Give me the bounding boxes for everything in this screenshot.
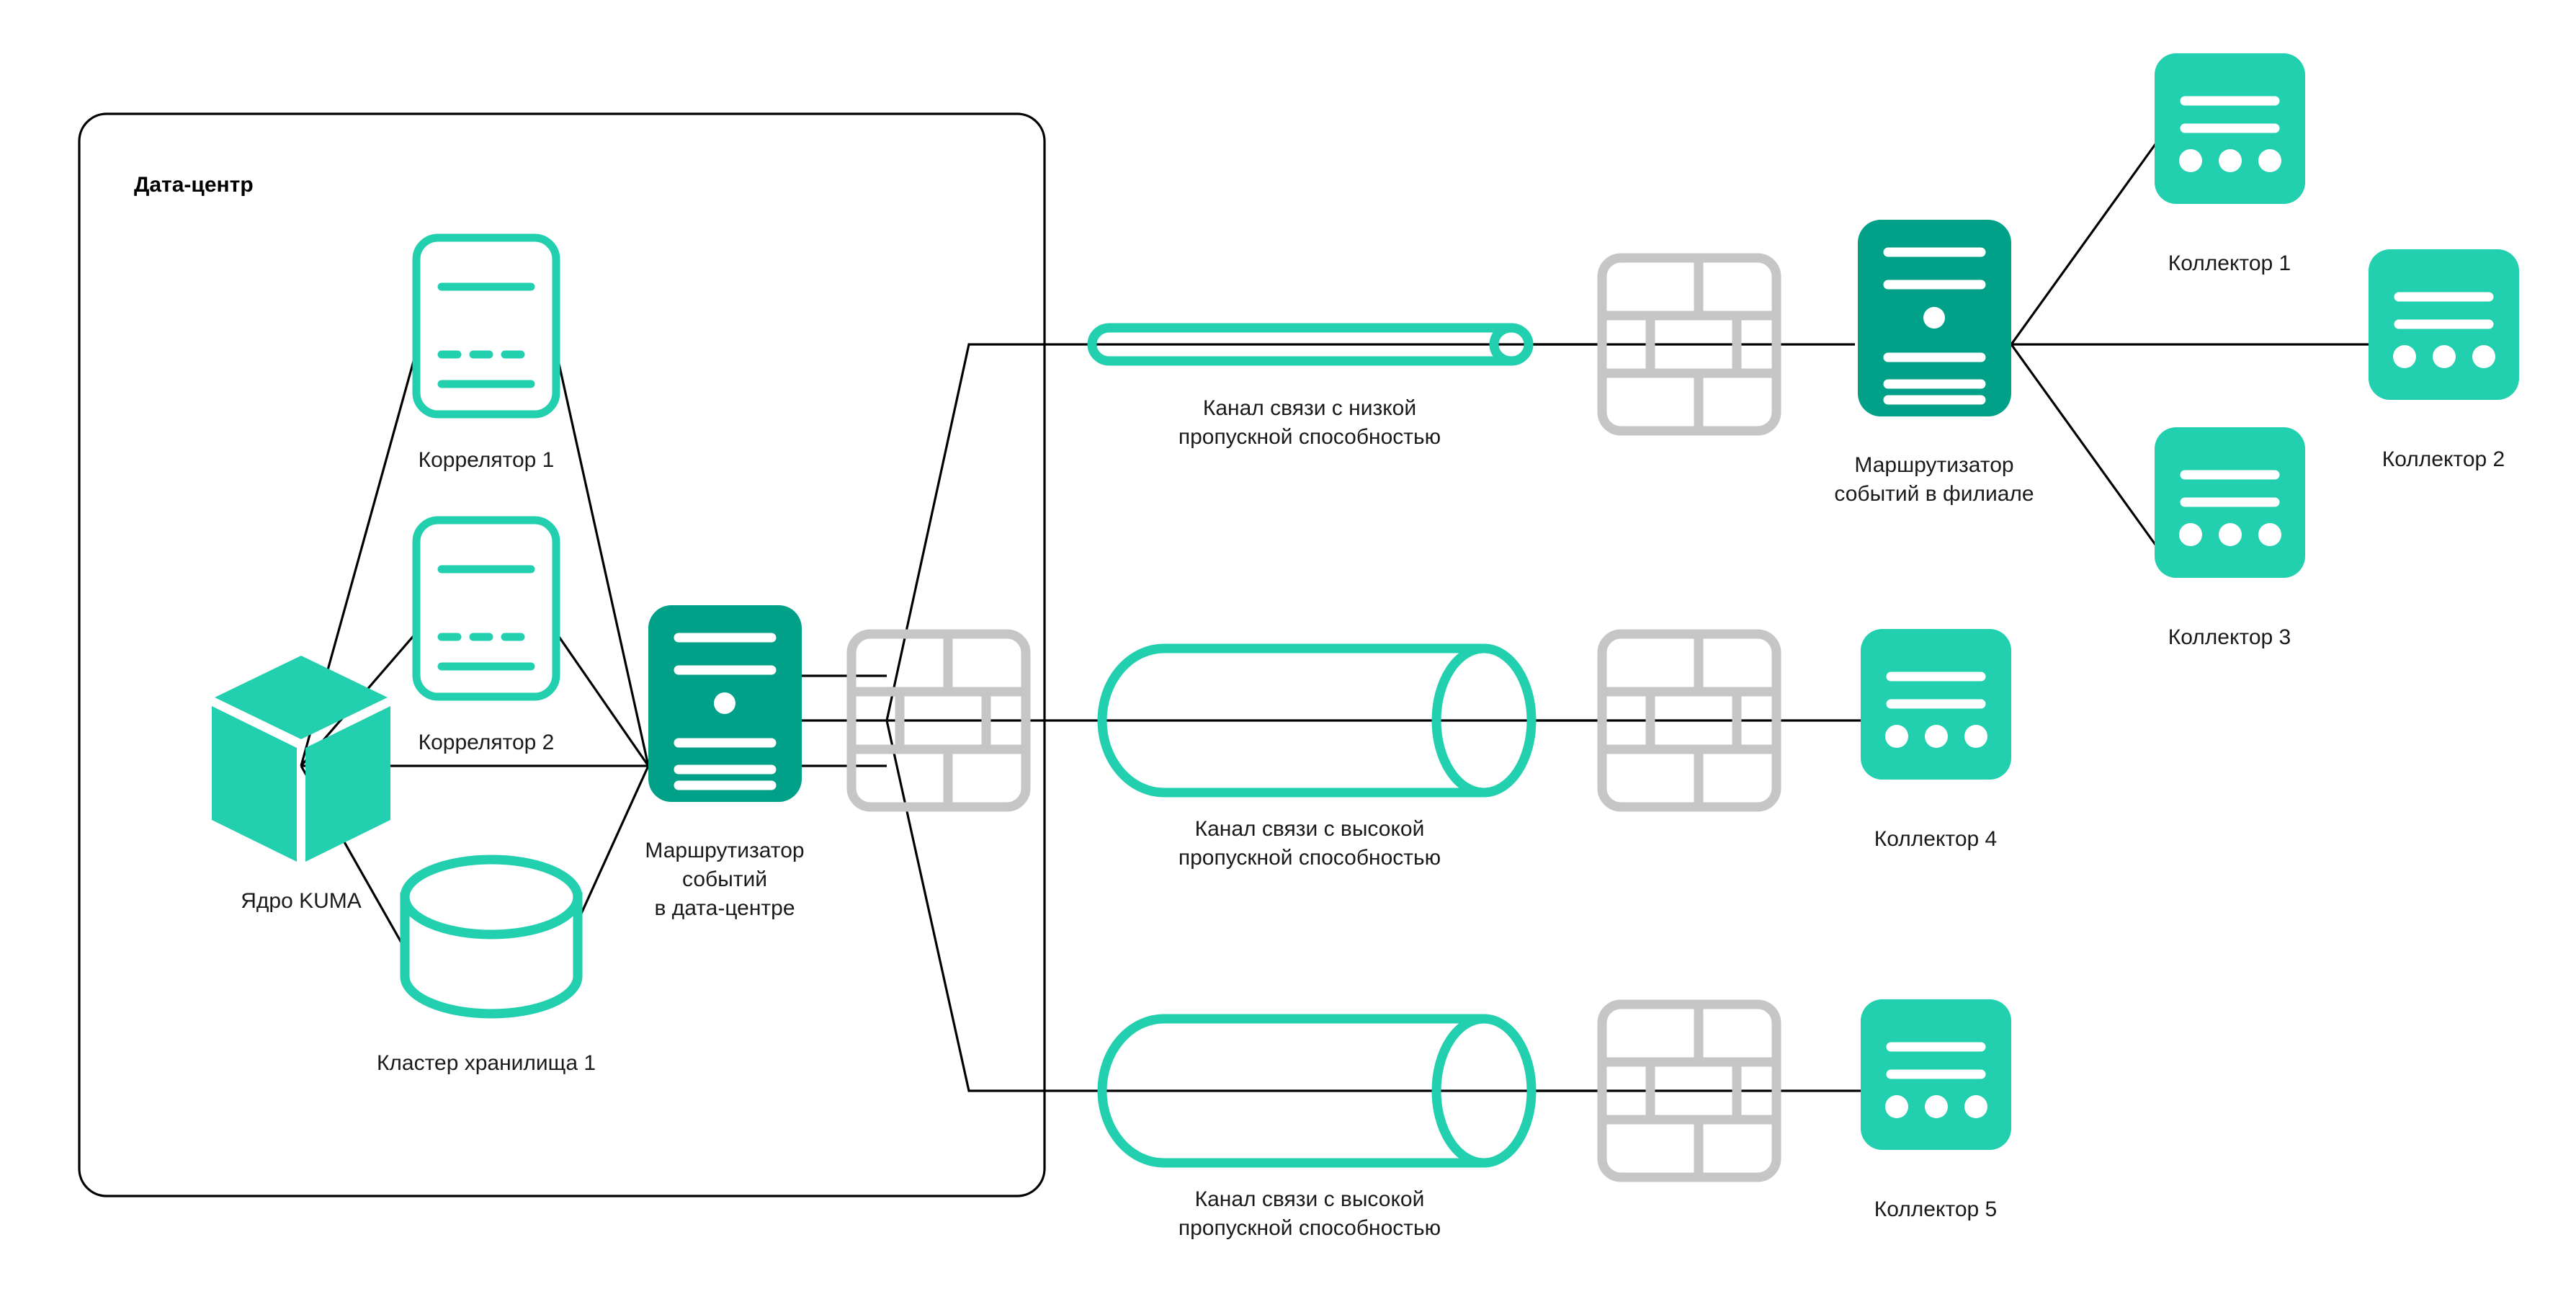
datacenter-label: Дата-центр [134,173,254,197]
channel-low-label-line1: Канал связи с низкой [1203,396,1416,420]
channel-low-label-line2: пропускной способностью [1179,425,1441,449]
firewall-bottom-channel[interactable] [1597,999,1781,1182]
channel-high-bottom-label-line2: пропускной способностью [1179,1216,1441,1240]
collector-5-label: Коллектор 5 [1874,1197,1997,1221]
channel-high-mid-label-line2: пропускной способностью [1179,846,1441,870]
edge-group [300,140,2369,1092]
datacenter-zone: Дата-центр [78,112,1046,1197]
collector-4-label: Коллектор 4 [1874,827,1997,851]
wide-pipe-icon [1097,643,1537,798]
node-router-datacenter[interactable]: Маршрутизатор событий в дата-центре [645,605,805,920]
firewall-middle-channel[interactable] [1597,629,1781,812]
node-collector-2[interactable]: Коллектор 2 [2369,249,2519,471]
node-storage-cluster-1[interactable]: Кластер хранилища 1 [377,855,596,1075]
firewall-icon [1597,999,1781,1182]
correlator-2-label: Коррелятор 2 [419,731,555,754]
firewall-icon [1597,629,1781,812]
edge-fan-to-low-channel [885,343,1606,721]
firewall-icon [846,629,1031,812]
correlator-icon [412,516,560,701]
collector-1-label: Коллектор 1 [2168,251,2291,275]
database-icon [400,855,583,1019]
datacenter-boundary [78,112,1046,1197]
router-datacenter-label-line1: Маршрутизатор [645,839,804,862]
router-branch-label-line1: Маршрутизатор [1854,453,2013,477]
node-collector-4[interactable]: Коллектор 4 [1861,629,2011,851]
firewall-icon [1597,253,1781,436]
correlator-icon [412,233,560,419]
edge-branch-router-to-collector1 [2010,140,2159,345]
collector-icon [2369,249,2519,400]
cube-icon [212,656,390,862]
server-router-icon [648,605,802,802]
correlator-1-label: Коррелятор 1 [419,448,555,472]
channel-low-bandwidth[interactable]: Канал связи с низкой пропускной способно… [1087,323,1534,449]
router-branch-label-line2: событий в филиале [1834,482,2034,506]
node-correlator-1[interactable]: Коррелятор 1 [412,233,560,472]
storage-cluster-1-label: Кластер хранилища 1 [377,1051,596,1075]
thin-pipe-icon [1087,323,1534,366]
channel-high-mid-label-line1: Канал связи с высокой [1195,817,1425,841]
channel-high-bottom-label-line1: Канал связи с высокой [1195,1187,1425,1211]
node-collector-1[interactable]: Коллектор 1 [2155,53,2305,275]
collector-icon [1861,629,2011,780]
collector-3-label: Коллектор 3 [2168,625,2291,649]
channel-high-bandwidth-middle[interactable]: Канал связи с высокой пропускной способн… [1097,643,1537,870]
collector-icon [2155,53,2305,204]
wide-pipe-icon [1097,1014,1537,1168]
edge-fan-to-bottom-channel [885,720,1606,1092]
collector-2-label: Коллектор 2 [2382,447,2505,471]
router-datacenter-label-line2: событий [682,867,767,891]
collector-icon [2155,427,2305,578]
node-kuma-core[interactable]: Ядро KUMA [212,656,390,913]
router-datacenter-label-line3: в дата-центре [654,896,795,920]
channel-high-bandwidth-bottom[interactable]: Канал связи с высокой пропускной способн… [1097,1014,1537,1240]
kuma-core-label: Ядро KUMA [241,889,362,913]
edge-correlator2-to-router-dc [555,632,650,767]
collector-icon [1861,999,2011,1150]
edge-correlator1-to-router-dc [555,350,650,767]
firewall-low-channel[interactable] [1597,253,1781,436]
server-router-icon [1858,220,2011,416]
node-router-branch[interactable]: Маршрутизатор событий в филиале [1834,220,2034,506]
node-correlator-2[interactable]: Коррелятор 2 [412,516,560,754]
edge-branch-router-to-collector3 [2010,344,2159,548]
firewall-datacenter[interactable] [846,629,1031,812]
node-collector-3[interactable]: Коллектор 3 [2155,427,2305,649]
node-collector-5[interactable]: Коллектор 5 [1861,999,2011,1221]
